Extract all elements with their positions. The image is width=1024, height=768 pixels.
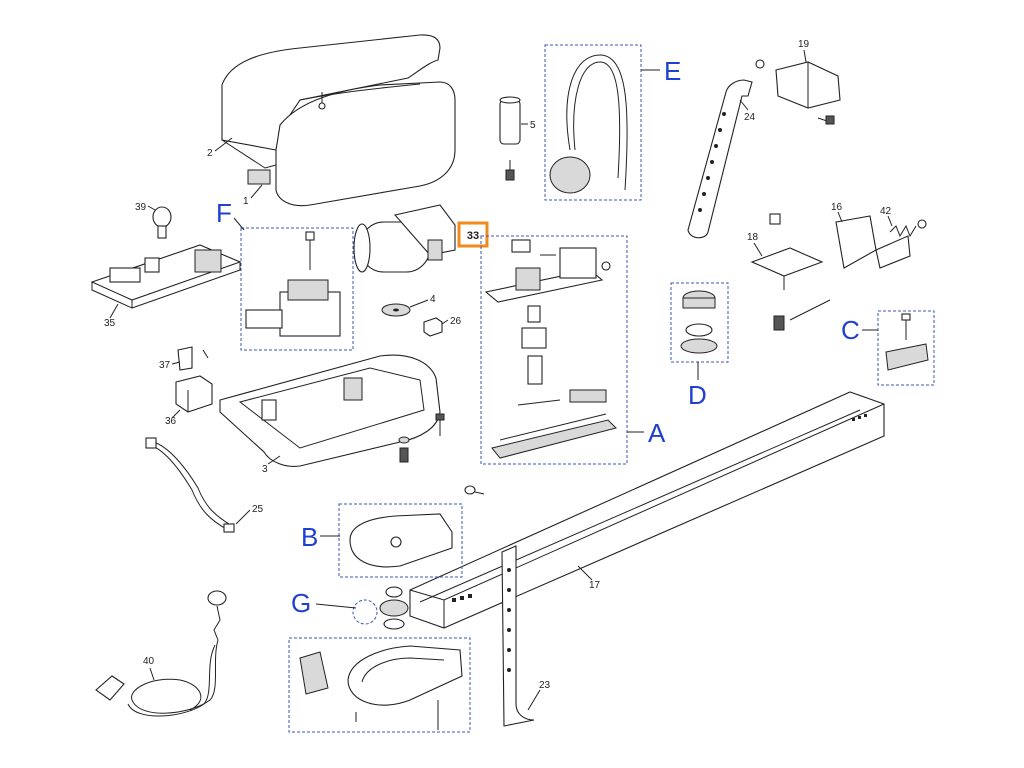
part-39-bulb (152, 206, 172, 239)
group-label-c: C (841, 315, 860, 345)
group-label-b: B (301, 522, 318, 552)
part-label-36: 36 (165, 416, 177, 427)
group-d-box (670, 282, 729, 363)
part-33-highlight[interactable] (457, 221, 489, 248)
part-label-40: 40 (143, 656, 155, 667)
group-f-box (240, 227, 354, 351)
motor-cover (221, 34, 456, 207)
part-label-5: 5 (530, 120, 536, 131)
group-label-f: F (216, 198, 232, 228)
part-3-base (219, 354, 441, 467)
group-g-circle (352, 599, 378, 625)
motor-gearbox (353, 204, 456, 273)
part-label-25: 25 (252, 504, 264, 515)
part-label-16: 16 (831, 202, 843, 213)
part-18-plate (750, 213, 831, 331)
part-24-door-arm (687, 79, 753, 239)
part-36-terminal-block (175, 375, 213, 413)
part-label-18: 18 (747, 232, 759, 243)
part-label-33: 33 (467, 230, 479, 242)
part-17-rail (409, 391, 885, 629)
part-label-35: 35 (104, 318, 116, 329)
group-label-g: G (291, 588, 311, 618)
pulley-housing-box (288, 637, 471, 733)
part-label-2: 2 (207, 148, 213, 159)
group-a-box (480, 235, 628, 465)
group-label-a: A (648, 418, 666, 448)
part-label-39: 39 (135, 202, 147, 213)
part-40-power-cord (95, 590, 227, 717)
part-37-clip (177, 346, 209, 371)
pulley-cover (349, 513, 453, 568)
part-25-harness (145, 437, 235, 533)
part-5-sleeve (499, 96, 521, 181)
drive-gear (680, 290, 718, 354)
base-screws (398, 413, 445, 463)
pulley-housing (299, 645, 463, 730)
group-c-box (877, 310, 935, 386)
part-label-17: 17 (589, 580, 601, 591)
part-16-bracket (835, 215, 911, 269)
part-label-4: 4 (430, 294, 436, 305)
part-35-control-board (90, 244, 242, 309)
part-26-block (423, 317, 443, 337)
sprocket (379, 586, 409, 630)
group-b-box (338, 503, 463, 578)
group-label-d: D (688, 380, 707, 410)
carriage-assembly (484, 239, 617, 459)
screw-rail (464, 485, 485, 495)
part-label-3: 3 (262, 464, 268, 475)
part-23-hanger (501, 545, 535, 727)
release-cable (549, 54, 628, 194)
group-e-box (544, 44, 642, 201)
part-label-23: 23 (539, 680, 551, 691)
group-label-e: E (664, 56, 681, 86)
group-c-parts (885, 313, 929, 371)
part-42-spring (889, 219, 927, 238)
part-label-26: 26 (450, 316, 462, 327)
part-4-washer (381, 303, 411, 317)
part-label-24: 24 (744, 112, 756, 123)
part-19-bracket (755, 59, 841, 125)
part-label-1: 1 (243, 196, 249, 207)
part-label-19: 19 (798, 39, 810, 50)
part-label-42: 42 (880, 206, 892, 217)
part-label-37: 37 (159, 360, 171, 371)
transformer (245, 231, 341, 337)
